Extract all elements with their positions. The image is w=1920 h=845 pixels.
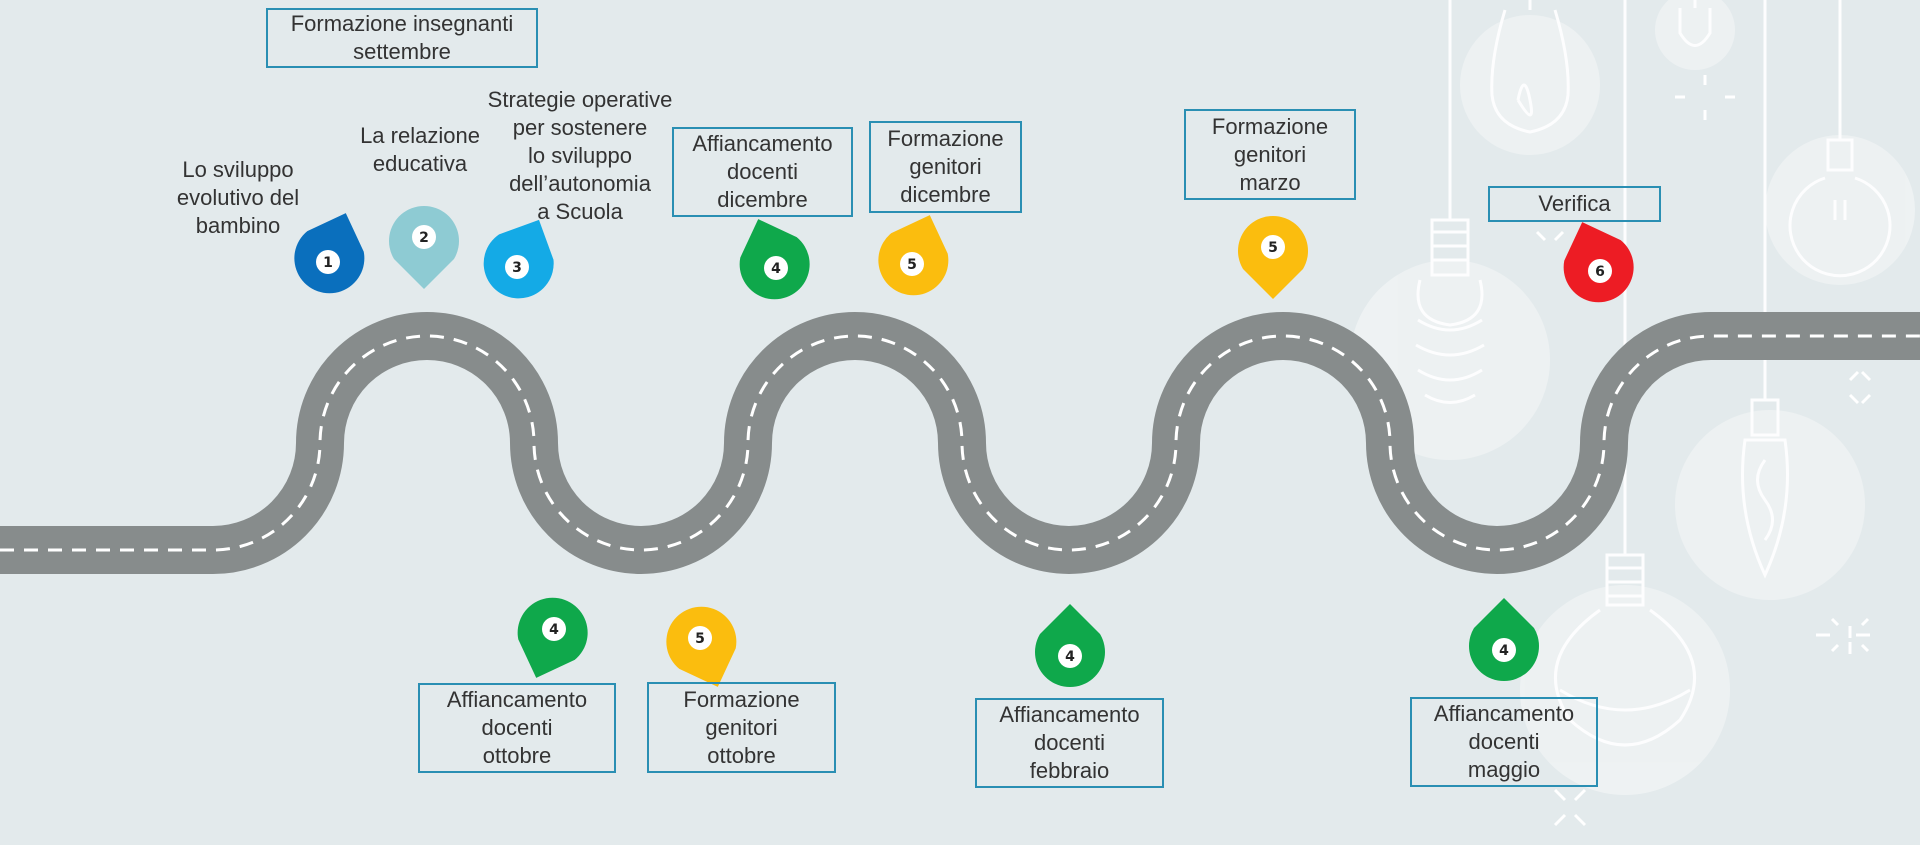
pin-5-ottobre: 5 xyxy=(666,606,737,687)
pin-4-febbraio-badge xyxy=(1058,644,1082,668)
pin-1-badge xyxy=(316,250,340,274)
pin-6-verifica-number: 6 xyxy=(1595,264,1605,280)
pin-2: 2 xyxy=(389,205,459,289)
pin-4-dicembre-badge xyxy=(764,256,788,280)
pin-4-maggio: 4 xyxy=(1469,598,1539,682)
step-2-label: La relazione educativa xyxy=(360,123,480,176)
step-1-label: Lo sviluppo evolutivo del bambino xyxy=(176,157,300,238)
box-affiancamento-dicembre: Affiancamento docenti dicembre xyxy=(672,127,853,217)
box-formazione-insegnanti-settembre: Formazione insegnanti settembre xyxy=(266,8,538,68)
pins-layer: 1 2 3 4 5 5 6 4 5 4 4 xyxy=(294,205,1634,688)
box-formazione-genitori-marzo: Formazione genitori marzo xyxy=(1184,109,1356,200)
pin-4-ottobre: 4 xyxy=(517,597,588,678)
pin-5-dicembre-number: 5 xyxy=(907,257,917,273)
pin-3-badge xyxy=(505,255,529,279)
pin-5-dicembre: 5 xyxy=(878,215,949,296)
pin-4-ottobre-number: 4 xyxy=(549,622,559,638)
pin-3-number: 3 xyxy=(512,260,522,276)
pin-4-febbraio-number: 4 xyxy=(1065,649,1075,665)
pin-1-number: 1 xyxy=(323,255,333,271)
pin-4-maggio-badge xyxy=(1492,638,1516,662)
pin-2-number: 2 xyxy=(419,230,429,246)
pin-6-verifica-badge xyxy=(1588,259,1612,283)
pin-5-marzo-number: 5 xyxy=(1268,240,1278,256)
box-formazione-genitori-ottobre: Formazione genitori ottobre xyxy=(647,682,836,773)
pin-6-verifica: 6 xyxy=(1563,222,1634,303)
pin-5-ottobre-number: 5 xyxy=(695,631,705,647)
pin-4-ottobre-badge xyxy=(542,617,566,641)
road xyxy=(0,312,1920,574)
pin-3: 3 xyxy=(483,219,554,299)
box-affiancamento-ottobre: Affiancamento docenti ottobre xyxy=(418,683,616,773)
pin-5-marzo-badge xyxy=(1261,235,1285,259)
pin-4-dicembre: 4 xyxy=(739,219,810,300)
step-3-label: Strategie operative per sostenere lo svi… xyxy=(487,87,673,224)
pin-2-badge xyxy=(412,225,436,249)
pin-4-maggio-number: 4 xyxy=(1499,643,1509,659)
box-affiancamento-maggio: Affiancamento docenti maggio xyxy=(1410,697,1598,787)
pin-4-febbraio: 4 xyxy=(1035,604,1105,688)
pin-4-dicembre-number: 4 xyxy=(771,261,781,277)
box-affiancamento-febbraio: Affiancamento docenti febbraio xyxy=(975,698,1164,788)
box-formazione-genitori-dicembre: Formazione genitori dicembre xyxy=(869,121,1022,213)
sparkle-decorations xyxy=(1535,75,1872,827)
pin-1: 1 xyxy=(294,213,365,294)
box-verifica: Verifica xyxy=(1488,186,1661,222)
road-path xyxy=(0,312,1920,574)
pin-5-dicembre-badge xyxy=(900,252,924,276)
pin-5-marzo: 5 xyxy=(1238,215,1308,299)
pin-5-ottobre-badge xyxy=(688,626,712,650)
